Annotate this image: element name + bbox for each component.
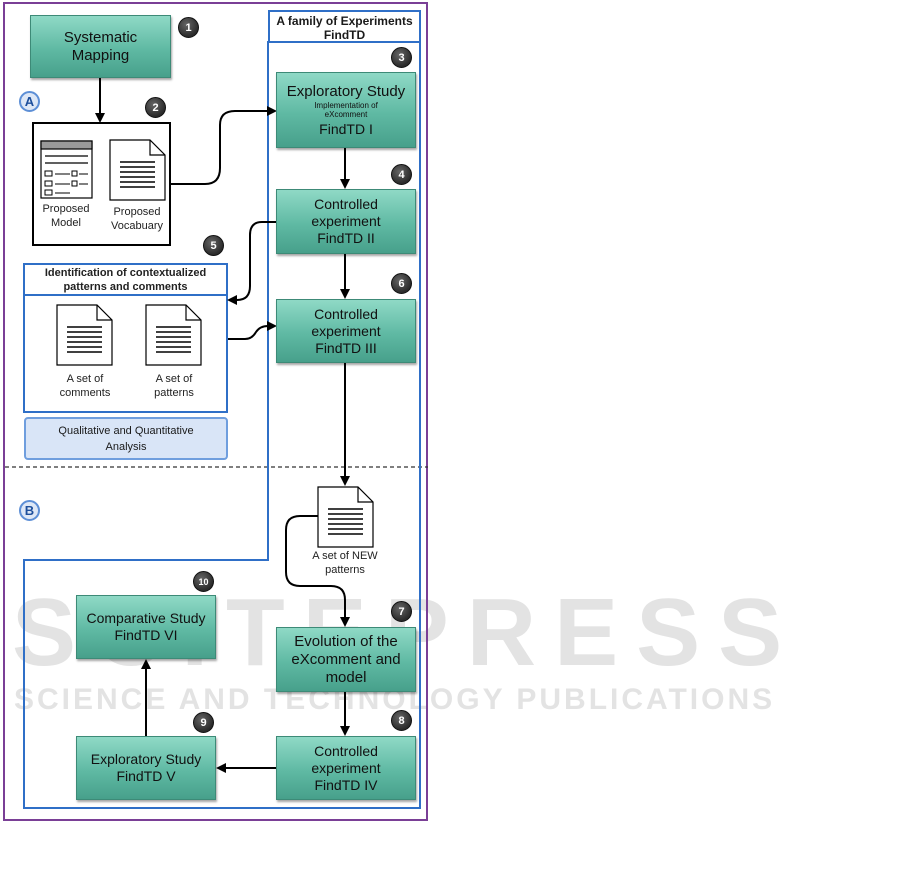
vocabulary-label: Proposed Vocabuary xyxy=(104,205,170,233)
new-patterns-label: A set of NEW patterns xyxy=(300,549,390,577)
identification-title: Identification of contextualized pattern… xyxy=(26,266,225,294)
step-10-badge: 10 xyxy=(193,571,214,592)
node-controlled-experiment-iv[interactable]: Controlled experiment FindTD IV xyxy=(276,736,416,800)
node-10-line2: FindTD VI xyxy=(114,627,178,643)
arrow-5-to-6 xyxy=(228,321,277,340)
node-8-line1: Controlled xyxy=(314,742,378,759)
qa-line1: Qualitative and Quantitative xyxy=(58,424,194,437)
step-6-badge: 6 xyxy=(391,273,412,294)
section-b-label: B xyxy=(19,500,40,521)
new-patterns-doc-icon xyxy=(317,486,374,548)
comments-doc-icon xyxy=(56,304,113,366)
comments-label: A set of comments xyxy=(50,372,120,400)
identification-title-line1: Identification of contextualized xyxy=(44,267,207,279)
node-8-line2: experiment xyxy=(311,759,381,776)
arrow-4-to-5 xyxy=(227,221,277,305)
qualitative-quantitative-analysis: Qualitative and Quantitative Analysis xyxy=(24,417,228,460)
node-6-line3: FindTD III xyxy=(315,339,377,356)
patterns-doc-icon xyxy=(145,304,202,366)
model-icon xyxy=(40,140,93,199)
vocabulary-label-line2: Vocabuary xyxy=(111,220,163,232)
step-9-badge: 9 xyxy=(193,712,214,733)
step-2-badge: 2 xyxy=(145,97,166,118)
step-7-badge: 7 xyxy=(391,601,412,622)
family-title-line2: FindTD xyxy=(323,28,366,42)
patterns-label: A set of patterns xyxy=(139,372,209,400)
step-4-badge: 4 xyxy=(391,164,412,185)
qa-line2: Analysis xyxy=(105,440,147,453)
node-7-line1: Evolution of the xyxy=(294,632,398,650)
node-systematic-mapping[interactable]: Systematic Mapping xyxy=(30,15,171,78)
connectors xyxy=(95,78,350,773)
node-6-line1: Controlled xyxy=(314,305,378,322)
node-exploratory-study-v[interactable]: Exploratory Study FindTD V xyxy=(76,736,216,800)
model-label-line1: Proposed xyxy=(42,203,90,215)
family-title-line1: A family of Experiments xyxy=(276,14,413,28)
node-comparative-study-vi[interactable]: Comparative Study FindTD VI xyxy=(76,595,216,659)
node-1-line2: Mapping xyxy=(71,46,130,64)
step-3-badge: 3 xyxy=(391,47,412,68)
step-5-badge: 5 xyxy=(203,235,224,256)
outer-frame xyxy=(3,2,428,821)
arrow-2-to-3 xyxy=(170,106,277,185)
node-4-line3: FindTD II xyxy=(317,230,375,246)
node-7-line2: eXcomment and xyxy=(291,650,401,668)
vocabulary-label-line1: Proposed xyxy=(113,206,161,218)
patterns-label-line1: A set of xyxy=(155,373,193,385)
node-exploratory-study-i[interactable]: Exploratory Study Implementation of eXco… xyxy=(276,72,416,148)
step-1-badge: 1 xyxy=(178,17,199,38)
model-label: Proposed Model xyxy=(35,202,97,230)
new-patterns-line2: patterns xyxy=(325,564,365,576)
node-6-line2: experiment xyxy=(311,322,381,339)
comments-label-line2: comments xyxy=(59,387,111,399)
node-1-line1: Systematic xyxy=(63,28,138,46)
family-title: A family of Experiments FindTD xyxy=(268,10,421,43)
patterns-label-line2: patterns xyxy=(154,387,194,399)
step-8-badge: 8 xyxy=(391,710,412,731)
node-3-line1: Exploratory Study xyxy=(286,82,406,100)
node-10-line1: Comparative Study xyxy=(86,610,206,626)
node-3-line2: FindTD I xyxy=(319,120,373,137)
node-9-line2: FindTD V xyxy=(116,768,176,784)
node-8-line3: FindTD IV xyxy=(314,776,378,793)
node-4-line2: experiment xyxy=(311,213,381,229)
identification-title-line2: patterns and comments xyxy=(63,281,188,293)
new-patterns-line1: A set of NEW xyxy=(312,550,378,562)
model-label-line2: Model xyxy=(51,217,81,229)
node-controlled-experiment-ii[interactable]: Controlled experiment FindTD II xyxy=(276,189,416,254)
node-evolution[interactable]: Evolution of the eXcomment and model xyxy=(276,627,416,692)
node-controlled-experiment-iii[interactable]: Controlled experiment FindTD III xyxy=(276,299,416,363)
node-4-line1: Controlled xyxy=(314,196,378,212)
section-a-label: A xyxy=(19,91,40,112)
node-7-line3: model xyxy=(325,668,367,686)
node-3-small2: eXcomment xyxy=(324,109,368,119)
vocabulary-doc-icon xyxy=(109,139,166,201)
node-9-line1: Exploratory Study xyxy=(90,751,202,767)
node-3-small1: Implementation of xyxy=(314,100,378,110)
arrow-new-to-7 xyxy=(285,515,350,627)
comments-label-line1: A set of xyxy=(66,373,104,385)
